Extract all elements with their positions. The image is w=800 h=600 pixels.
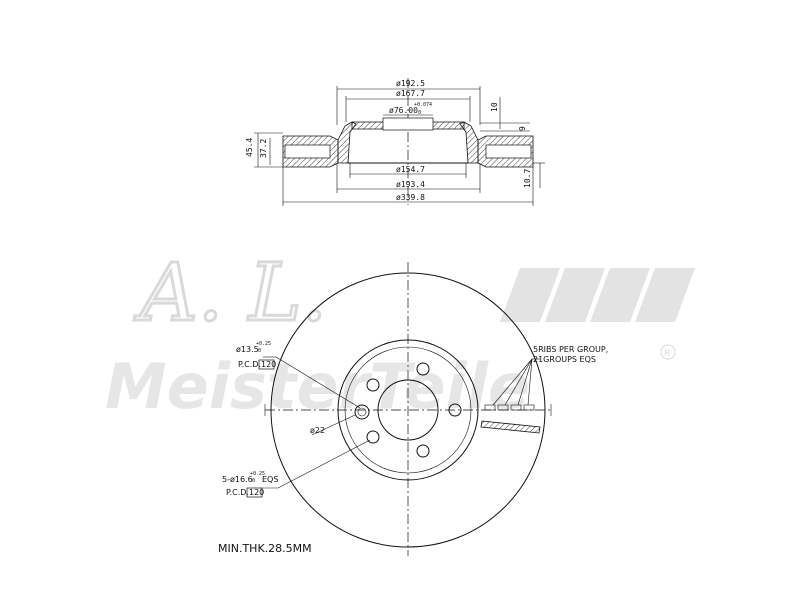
pcd-label-1: P.C.D. <box>238 360 261 369</box>
center-bore-circle <box>377 379 439 441</box>
disc-outer-edge <box>270 272 546 548</box>
watermark-registered-mark: R <box>664 349 670 359</box>
watermark-stripes <box>500 268 695 322</box>
dim-d154: ø154.7 <box>396 165 425 174</box>
stud-tol-upper: +0.25 <box>250 471 265 477</box>
pcd-value-2: 120 <box>249 488 264 497</box>
center-hole-dim: ø22 <box>310 426 325 435</box>
pcd-box-1 <box>258 359 275 370</box>
bolt-hole-3 <box>448 403 462 417</box>
rib-detail <box>480 404 541 434</box>
rib-note-line-1: 5RIBS PER GROUP, <box>533 345 608 354</box>
dim-d76-tol-upper: +0.074 <box>414 102 432 108</box>
dim-d167: ø167.7 <box>396 89 425 98</box>
hat-inner-edge <box>344 346 472 474</box>
watermark: A. L. MeisterTeile R <box>105 245 695 423</box>
rib-note-line-2: 21GROUPS EQS <box>533 355 596 364</box>
threaded-hole <box>354 404 370 420</box>
stud-tol-lower: 0 <box>252 478 255 484</box>
bolt-hole-tol-upper: +0.25 <box>256 341 271 347</box>
pcd-value-1: 120 <box>261 360 276 369</box>
dim-d339: ø339.8 <box>396 193 425 202</box>
hat-outer-edge <box>337 339 479 481</box>
pcd-box-2 <box>246 487 263 498</box>
bolt-hole-tol-lower: 0 <box>258 348 261 354</box>
dim-hat-thk: 9 <box>518 126 527 131</box>
dim-h45: 45.4 <box>245 138 254 157</box>
dim-d76-tol-lower: 0 <box>418 110 421 116</box>
stud-eqs: EQS <box>262 475 278 484</box>
watermark-monogram: A. L. <box>133 246 327 339</box>
bolt-hole-2 <box>416 362 430 376</box>
bolt-hole-dim: ø13.5 <box>236 345 259 354</box>
threaded-hole-inner <box>357 407 367 417</box>
dim-d192: ø192.5 <box>396 79 425 88</box>
dim-d193: ø193.4 <box>396 180 425 189</box>
stud-holes-dim: 5-ø16.6 <box>222 475 253 484</box>
center-bore <box>382 117 434 131</box>
dim-d76: ø76.00 <box>389 106 418 115</box>
bolt-hole-5 <box>366 430 380 444</box>
dim-hat-offset: 10 <box>490 102 499 112</box>
bolt-hole-1 <box>366 378 380 392</box>
right-vent-channel <box>485 144 532 159</box>
section-view: ø192.5 ø167.7 ø76.00 +0.074 0 ø154.7 ø19… <box>245 78 545 206</box>
min-thickness-note: MIN.THK.28.5MM <box>218 542 312 555</box>
watermark-registered-icon <box>660 344 676 360</box>
left-vent-channel <box>284 144 331 159</box>
front-view: ø13.5 +0.25 0 P.C.D. 120 ø22 5-ø16.6 +0.… <box>222 262 608 556</box>
dim-rib-h: 10.7 <box>523 169 532 188</box>
pcd-label-2: P.C.D. <box>226 488 249 497</box>
bolt-hole-4 <box>416 444 430 458</box>
dim-h37: 37.2 <box>259 139 268 158</box>
